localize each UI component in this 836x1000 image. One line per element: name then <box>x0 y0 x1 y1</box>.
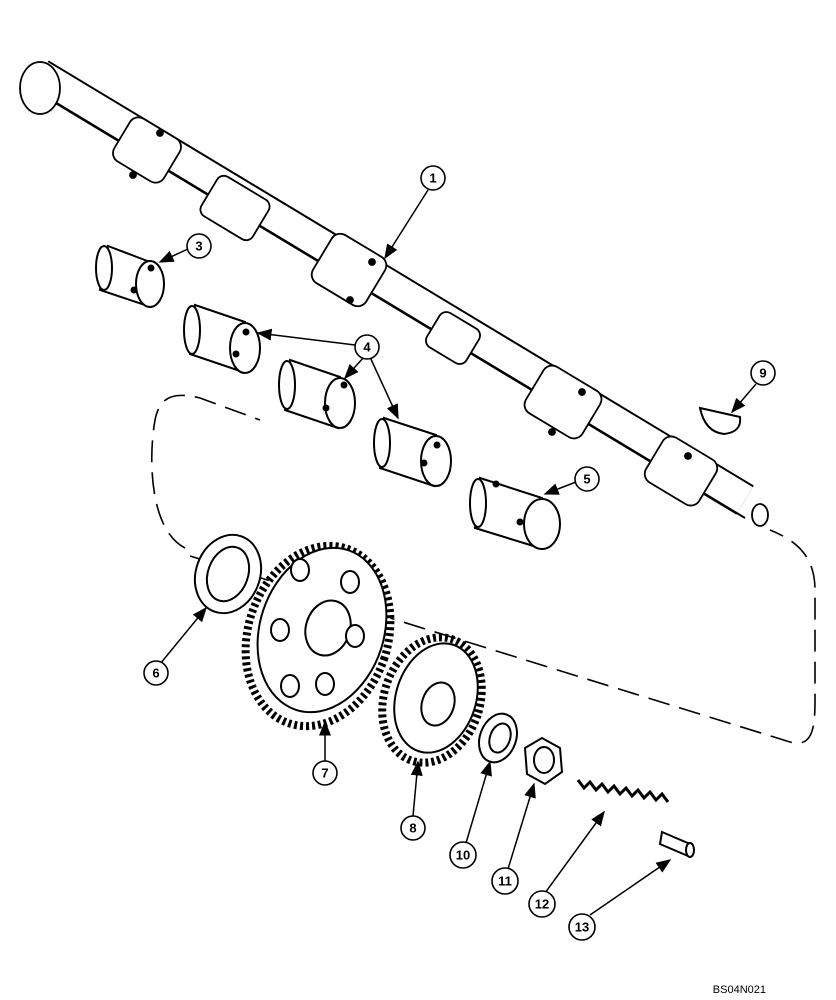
callout-label: 13 <box>575 920 589 935</box>
woodruff-key-9 <box>698 406 742 436</box>
thrust-washer-6 <box>193 533 263 615</box>
callout-13: 13 <box>568 913 596 941</box>
idler-gear-8 <box>378 633 486 767</box>
drawing-code: BS04N021 <box>712 984 766 996</box>
callout-8: 8 <box>400 815 426 841</box>
camshaft-gear-7 <box>241 541 395 731</box>
camshaft-bearing-4b <box>278 358 356 430</box>
callout-5: 5 <box>574 466 600 492</box>
callout-label: 8 <box>409 821 416 836</box>
callout-label: 12 <box>535 897 549 912</box>
callout-12: 12 <box>528 890 556 918</box>
camshaft <box>19 60 769 527</box>
dashed-group-outline <box>150 394 261 549</box>
callout-label: 7 <box>321 766 328 781</box>
camshaft-bearing-5 <box>469 476 561 550</box>
callout-1: 1 <box>420 165 446 191</box>
callout-label: 3 <box>195 239 202 254</box>
camshaft-bearing-4a <box>183 303 261 374</box>
camshaft-bearing-3 <box>95 244 165 308</box>
callout-label: 11 <box>498 874 512 889</box>
callout-11: 11 <box>491 867 519 895</box>
spring-12 <box>576 779 670 803</box>
washer-10 <box>478 712 518 764</box>
callout-4: 4 <box>354 334 380 360</box>
leader-lines <box>158 189 757 916</box>
dashed-group-outline-bottom <box>189 529 816 744</box>
callout-7: 7 <box>312 760 338 786</box>
callout-3: 3 <box>186 233 212 259</box>
callout-6: 6 <box>143 660 169 686</box>
callout-10: 10 <box>449 841 477 869</box>
callout-label: 9 <box>759 366 766 381</box>
callout-label: 4 <box>363 340 371 355</box>
callout-9: 9 <box>750 360 776 386</box>
callout-label: 1 <box>429 171 436 186</box>
callout-label: 5 <box>583 472 590 487</box>
pin-13 <box>658 830 695 858</box>
nut-11 <box>523 736 564 786</box>
camshaft-bearing-4c <box>373 416 452 488</box>
callout-label: 10 <box>456 848 470 863</box>
callout-label: 6 <box>152 666 159 681</box>
